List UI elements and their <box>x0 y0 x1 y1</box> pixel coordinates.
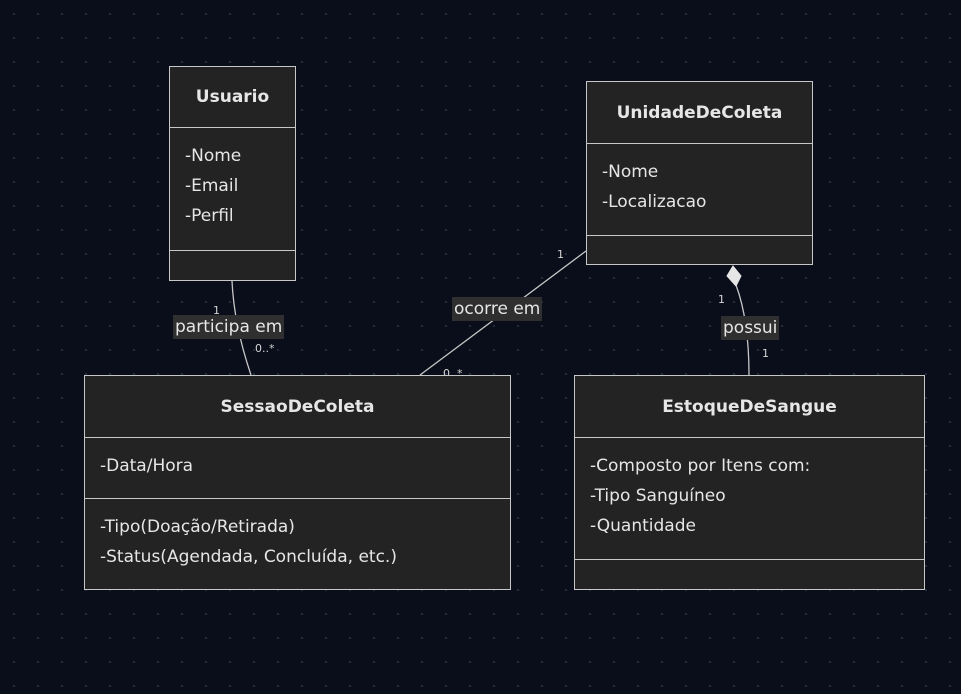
multiplicity-sessao-participa: 0..* <box>255 342 275 355</box>
multiplicity-unidade-possui: 1 <box>718 293 725 306</box>
attribute: -Email <box>185 176 239 196</box>
edge-label-possui: possui <box>721 316 780 340</box>
multiplicity-sessao-ocorre: 0..* <box>443 368 463 375</box>
class-methods: -Tipo(Doação/Retirada) -Status(Agendada,… <box>85 499 510 572</box>
class-usuario[interactable]: Usuario -Nome -Email -Perfil <box>169 66 296 281</box>
class-unidade-de-coleta[interactable]: UnidadeDeColeta -Nome -Localizacao <box>586 81 813 265</box>
method: -Status(Agendada, Concluída, etc.) <box>100 547 397 567</box>
attribute: -Localizacao <box>602 192 707 212</box>
attribute: -Quantidade <box>590 516 696 536</box>
class-attributes: -Nome -Email -Perfil <box>170 128 295 251</box>
class-methods <box>170 251 295 264</box>
class-sessao-de-coleta[interactable]: SessaoDeColeta -Data/Hora -Tipo(Doação/R… <box>84 375 511 590</box>
multiplicity-estoque-possui: 1 <box>762 347 769 360</box>
attribute: -Tipo Sanguíneo <box>590 486 726 506</box>
attribute: -Nome <box>185 146 242 166</box>
multiplicity-usuario: 1 <box>213 304 220 317</box>
class-title: EstoqueDeSangue <box>575 376 924 438</box>
class-attributes: -Nome -Localizacao <box>587 144 812 236</box>
edge-label-ocorre-em: ocorre em <box>452 297 543 321</box>
attribute: -Data/Hora <box>100 456 194 476</box>
attribute: -Perfil <box>185 206 234 226</box>
class-title: UnidadeDeColeta <box>587 82 812 144</box>
class-title: Usuario <box>170 67 295 128</box>
composition-diamond-icon <box>726 265 742 287</box>
class-methods <box>575 560 924 573</box>
class-methods <box>587 236 812 249</box>
class-estoque-de-sangue[interactable]: EstoqueDeSangue -Composto por Itens com:… <box>574 375 925 590</box>
edge-label-participa-em: participa em <box>173 315 285 339</box>
attribute: -Nome <box>602 162 659 182</box>
class-attributes: -Composto por Itens com: -Tipo Sanguíneo… <box>575 438 924 560</box>
method: -Tipo(Doação/Retirada) <box>100 517 295 537</box>
class-title: SessaoDeColeta <box>85 376 510 438</box>
class-attributes: -Data/Hora <box>85 438 510 499</box>
multiplicity-unidade-ocorre: 1 <box>557 248 564 261</box>
attribute: -Composto por Itens com: <box>590 456 811 476</box>
